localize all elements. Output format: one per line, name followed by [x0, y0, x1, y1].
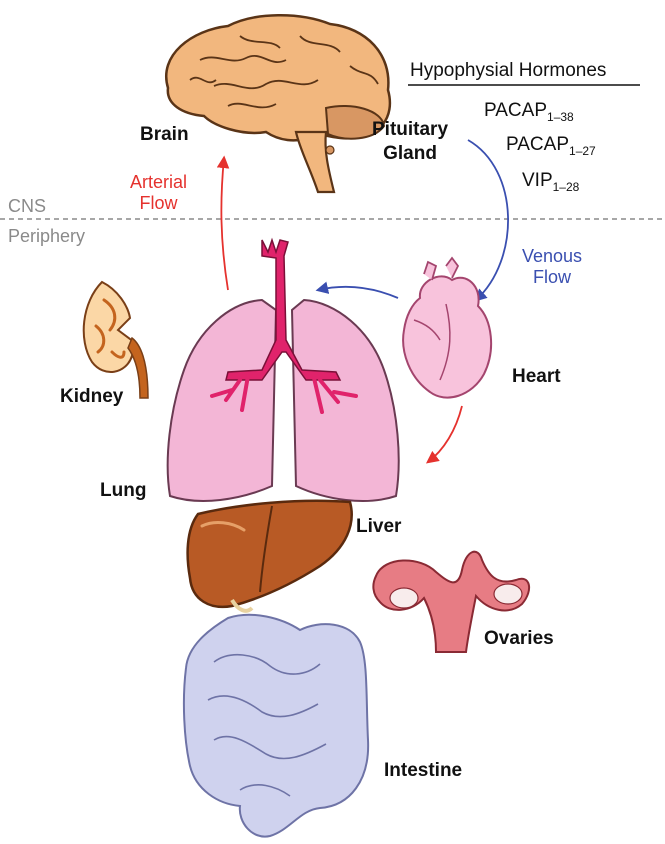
hormone-subscript: 1–28: [553, 180, 580, 194]
hormones-heading: Hypophysial Hormones: [410, 60, 606, 82]
arterial-label-line-2: Flow: [130, 193, 187, 214]
hormone-subscript: 1–38: [547, 110, 574, 124]
venous-flow-arrow: [468, 140, 508, 300]
heart-to-liver-arrow: [428, 406, 462, 462]
pituitary-gland-marker: [326, 146, 334, 154]
heart-illustration: [403, 258, 491, 398]
arterial-label-line-1: Arterial: [130, 172, 187, 193]
kidney-label: Kidney: [60, 386, 123, 408]
lung-label: Lung: [100, 480, 146, 502]
liver-illustration: [188, 501, 352, 611]
liver-label: Liver: [356, 516, 401, 538]
brain-label: Brain: [140, 124, 189, 146]
hormone-name: PACAP: [484, 100, 547, 121]
intestine-label: Intestine: [384, 760, 462, 782]
kidney-illustration: [84, 282, 148, 398]
intestine-illustration: [184, 615, 368, 837]
hormone-item-pacap27: PACAP1–27: [506, 134, 596, 158]
arterial-flow-arrow: [221, 158, 228, 290]
hormone-item-pacap38: PACAP1–38: [484, 100, 574, 124]
hormone-name: PACAP: [506, 134, 569, 155]
brain-illustration: [166, 15, 390, 192]
venous-label-line-2: Flow: [522, 267, 582, 288]
periphery-label: Periphery: [8, 226, 85, 247]
venous-label-line-1: Venous: [522, 246, 582, 267]
heart-label: Heart: [512, 366, 561, 388]
arterial-flow-label: Arterial Flow: [130, 172, 187, 214]
hormone-name: VIP: [522, 170, 553, 191]
pituitary-label-line-2: Gland: [372, 142, 448, 166]
venous-flow-label: Venous Flow: [522, 246, 582, 288]
heart-to-lung-arrow: [318, 287, 398, 298]
hormone-subscript: 1–27: [569, 144, 596, 158]
hormone-item-vip28: VIP1–28: [522, 170, 579, 194]
cns-label: CNS: [8, 196, 46, 217]
pituitary-gland-label: Pituitary Gland: [372, 118, 448, 166]
ovaries-label: Ovaries: [484, 628, 554, 650]
pituitary-label-line-1: Pituitary: [372, 118, 448, 142]
